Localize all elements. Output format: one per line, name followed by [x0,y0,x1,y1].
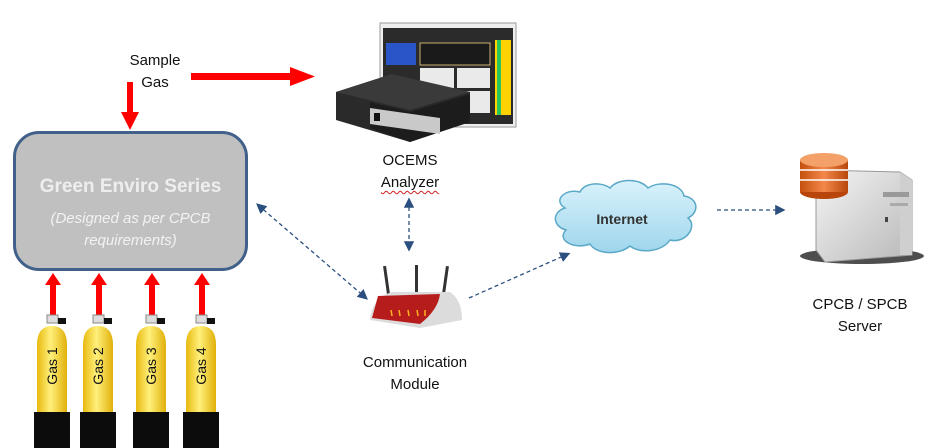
server-label: CPCB / SPCB Server [800,294,920,338]
green-enviro-series-unit: Green Enviro Series (Designed as per CPC… [13,131,248,271]
gas-cylinder-4 [183,314,219,448]
gas-inlet-arrows [45,273,210,316]
gas-2-label: Gas 2 [90,347,106,385]
database-icon [800,153,848,199]
internet-cloud-icon [554,179,697,254]
sample-gas-to-unit-arrow [121,82,139,130]
unit-subtitle: (Designed as per CPCB requirements) [16,208,245,252]
router-icon [370,265,462,328]
server-line2: Server [837,318,883,335]
gas-cylinder-2 [80,314,116,448]
gas-3-arrow [144,273,160,316]
internet-label: Internet [596,211,648,227]
gas-4-label: Gas 4 [193,347,209,385]
analyzer-line2: Analyzer [380,174,440,191]
gas-cylinder-3 [133,314,169,448]
server-icon [800,153,924,264]
gas-4-arrow [194,273,210,316]
gas-2-arrow [91,273,107,316]
analyzer-label: OCEMS Analyzer [360,150,460,194]
sample-gas-line1: Sample [129,52,181,69]
analyzer-line1: OCEMS [382,152,438,169]
gas-cylinder-1 [34,314,70,448]
sample-gas-to-analyzer-arrow [191,67,315,86]
unit-router-link [256,203,368,300]
unit-subtitle-line2: requirements) [84,232,177,249]
analyzer-icon [336,22,517,142]
gas-1-label: Gas 1 [44,347,60,385]
comm-line2: Module [390,376,440,393]
communication-module-label: Communication Module [345,352,485,396]
unit-subtitle-line1: (Designed as per CPCB [50,210,211,227]
gas-3-label: Gas 3 [143,347,159,385]
gas-1-arrow [45,273,61,316]
sample-gas-label: Sample Gas [110,50,200,94]
comm-line1: Communication [362,354,468,371]
sample-gas-line2: Gas [141,74,169,91]
unit-title: Green Enviro Series [39,176,222,197]
router-internet-link [468,252,571,299]
server-line1: CPCB / SPCB [812,296,908,313]
